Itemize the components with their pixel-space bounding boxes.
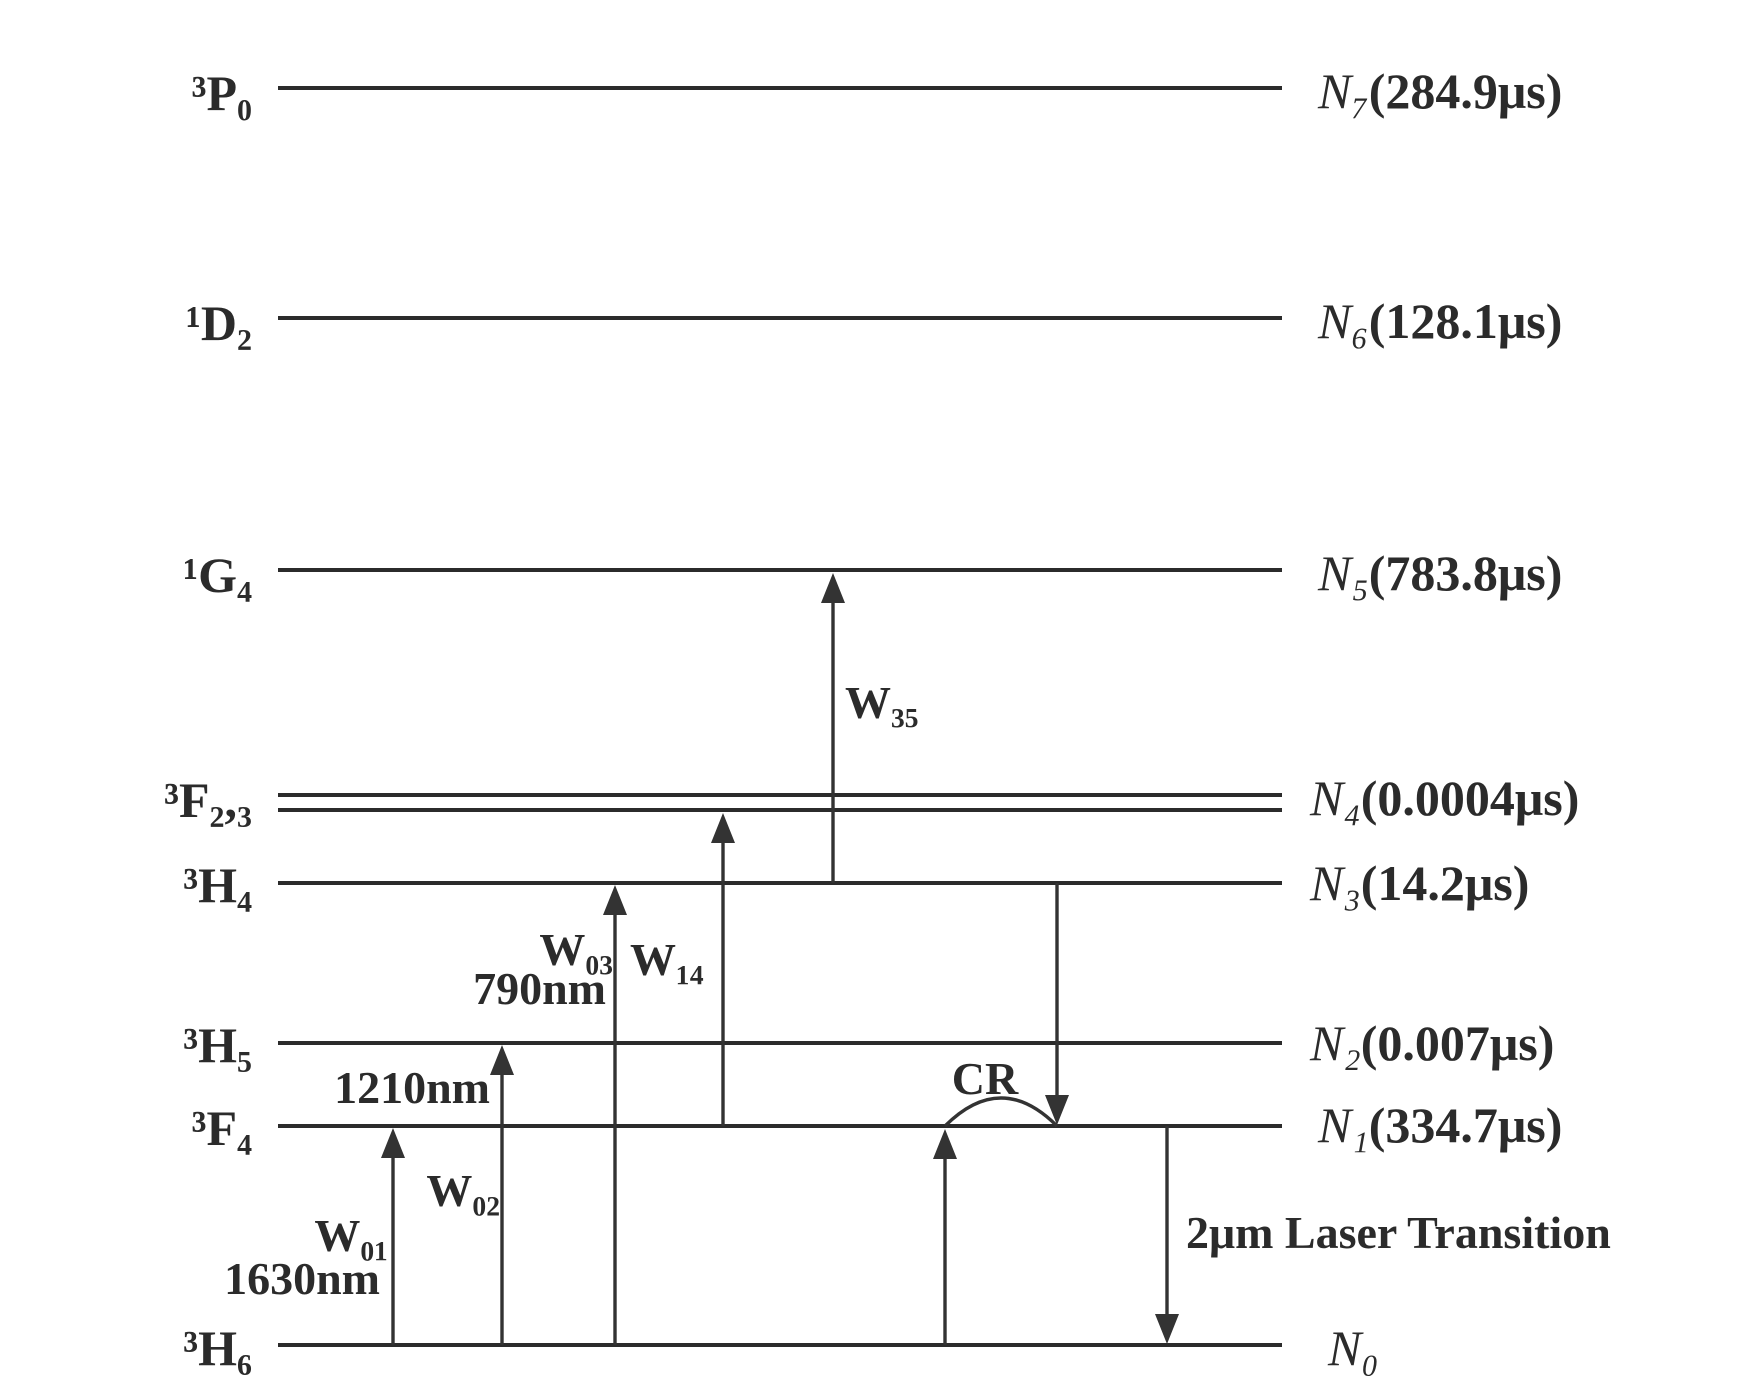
population-label-n4: N₄(0.0004μs) (1309, 770, 1579, 826)
label-w01-wavelength: 1630nm (224, 1253, 380, 1304)
population-symbol-n2: N₂ (1309, 1015, 1361, 1071)
population-symbol-n4: N₄ (1309, 770, 1361, 826)
label-w02-wavelength: 1210nm (334, 1062, 490, 1113)
population-symbol-n3: N₃ (1309, 855, 1361, 911)
term-label-3H6: ³H₆ (183, 1320, 252, 1376)
population-label-n1: N₁(334.7μs) (1317, 1097, 1562, 1153)
arrowhead-laser-transition (1155, 1314, 1179, 1344)
population-symbol-n0: N₀ (1327, 1320, 1379, 1376)
lifetime-n7: (284.9μs) (1369, 63, 1563, 119)
lifetime-n5: (783.8μs) (1369, 545, 1563, 601)
population-symbol-n5: N₅ (1317, 545, 1369, 601)
population-label-n6: N₆(128.1μs) (1317, 293, 1562, 349)
term-label-3F4: ³F₄ (191, 1100, 252, 1156)
arrowhead-w03 (603, 885, 627, 915)
label-w14: W₁₄ (630, 934, 704, 985)
label-w02: W₀₂ (426, 1165, 500, 1216)
population-symbol-n1: N₁ (1317, 1097, 1369, 1153)
term-label-3H4: ³H₄ (183, 857, 252, 913)
arrowhead-w01 (381, 1128, 405, 1158)
population-label-n0: N₀ (1327, 1320, 1379, 1376)
term-label-3H5: ³H₅ (183, 1017, 252, 1073)
label-cross-relaxation: CR (952, 1053, 1019, 1104)
population-label-n5: N₅(783.8μs) (1317, 545, 1562, 601)
term-label-1D2: ¹D₂ (186, 295, 252, 351)
arrowhead-w02 (490, 1045, 514, 1075)
population-label-n7: N₇(284.9μs) (1317, 63, 1562, 119)
term-label-3F23: ³F₂,₃ (164, 772, 252, 828)
label-w01: W₀₁ (314, 1210, 388, 1261)
population-symbol-n7: N₇ (1317, 63, 1369, 119)
lifetime-n1: (334.7μs) (1369, 1097, 1563, 1153)
arrowhead-w35 (821, 573, 845, 603)
label-w03: W₀₃ (539, 924, 613, 975)
lifetime-n2: (0.007μs) (1361, 1015, 1555, 1071)
cr-arc (943, 1096, 1059, 1128)
arrowhead-cr-down (1045, 1095, 1069, 1125)
label-laser-transition: 2μm Laser Transition (1186, 1207, 1611, 1258)
population-symbol-n6: N₆ (1317, 293, 1369, 349)
label-w35: W₃₅ (845, 677, 919, 728)
arrowhead-cr-up (933, 1129, 957, 1159)
lifetime-n6: (128.1μs) (1369, 293, 1563, 349)
term-label-3P0: ³P₀ (191, 65, 252, 121)
lifetime-n4: (0.0004μs) (1361, 770, 1580, 826)
lifetime-n3: (14.2μs) (1361, 855, 1530, 911)
population-label-n2: N₂(0.007μs) (1309, 1015, 1554, 1071)
population-label-n3: N₃(14.2μs) (1309, 855, 1529, 911)
label-w03-wavelength: 790nm (473, 963, 606, 1014)
term-label-1G4: ¹G₄ (183, 547, 252, 603)
arrowhead-w14 (711, 813, 735, 843)
